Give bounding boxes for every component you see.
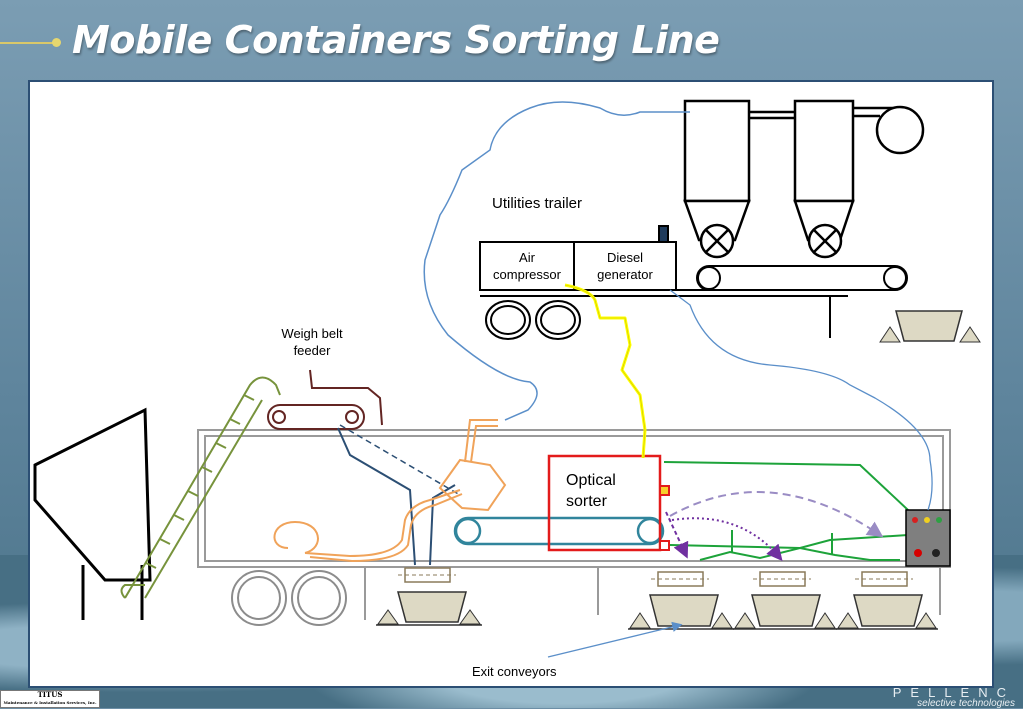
weigh-belt-feeder-label: Weigh belt feeder xyxy=(262,325,362,359)
titus-logo: TITUS Maintenance & Installation Service… xyxy=(0,690,100,708)
air-compressor-label-line1: Air xyxy=(519,250,535,265)
ejected-flow-arrow xyxy=(671,517,783,562)
weigh-belt-feeder xyxy=(267,369,383,430)
exit-conveyors-pointer xyxy=(547,621,683,658)
control-panel xyxy=(905,509,951,567)
pellenc-logo: PELLENC selective technologies xyxy=(893,686,1015,709)
optical-sorter-label-line1: Optical xyxy=(566,472,616,489)
titus-logo-tagline: Maintenance & Installation Services, Inc… xyxy=(3,700,97,705)
optical-sorter-label: Optical sorter xyxy=(566,470,616,512)
orange-air-duct xyxy=(273,419,507,563)
pellenc-logo-tagline: selective technologies xyxy=(917,698,1015,709)
title-accent-line xyxy=(0,42,60,44)
title-accent-dot xyxy=(52,38,61,47)
exit-station-2 xyxy=(628,571,734,630)
exit-conveyors-label: Exit conveyors xyxy=(472,664,557,679)
reject-flow-arrow xyxy=(665,511,689,559)
utilities-conveyor xyxy=(696,265,908,291)
optical-sorter-label-line2: sorter xyxy=(566,493,607,510)
optical-sorter xyxy=(547,454,670,552)
power-cable-outline xyxy=(564,284,646,459)
exit-station-4 xyxy=(836,571,938,630)
titus-logo-name: TITUS xyxy=(37,690,63,699)
pass-flow-arrow xyxy=(669,491,884,538)
main-trailer xyxy=(197,429,951,620)
pellenc-logo-name: PELLENC xyxy=(892,685,1015,700)
weigh-belt-dashed-link xyxy=(339,424,461,496)
utilities-container xyxy=(879,310,981,343)
diesel-generator-label: Diesel generator xyxy=(575,249,675,283)
utilities-trailer-label: Utilities trailer xyxy=(492,195,583,212)
feed-hopper xyxy=(33,407,152,620)
air-compressor-label: Air compressor xyxy=(481,249,573,283)
air-hose-to-control-panel xyxy=(669,289,933,511)
weigh-belt-label-line2: feeder xyxy=(293,343,331,358)
diesel-generator-label-line1: Diesel xyxy=(606,250,644,265)
air-compressor-label-line2: compressor xyxy=(493,267,561,282)
exit-station-1 xyxy=(376,567,482,626)
sorter-infeed-conveyor xyxy=(453,516,665,546)
utilities-trailer xyxy=(479,225,848,340)
slide-title: Mobile Containers Sorting Line xyxy=(72,18,720,62)
diesel-generator-label-line2: generator xyxy=(597,267,653,282)
dust-collectors xyxy=(683,99,925,259)
main-trailer-wheels xyxy=(231,570,347,626)
air-hose-to-duct xyxy=(423,101,690,421)
exit-station-3 xyxy=(733,571,837,630)
elevator-conveyor xyxy=(120,376,281,599)
weigh-belt-label-line1: Weigh belt xyxy=(281,326,343,341)
green-control-lines xyxy=(663,461,909,561)
